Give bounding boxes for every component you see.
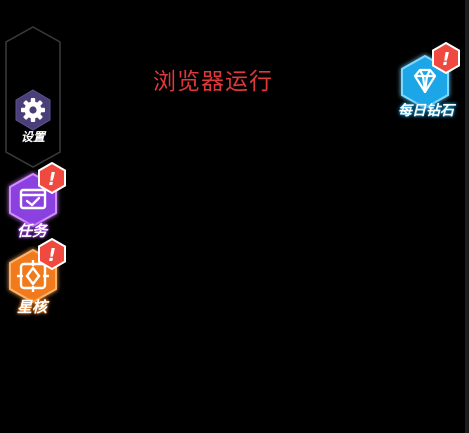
tasks-button[interactable]: ! 任务 xyxy=(4,162,70,242)
starcore-button[interactable]: ! 星核 xyxy=(4,238,70,318)
gear-icon xyxy=(21,98,45,122)
alert-badge-glyph: ! xyxy=(442,49,450,70)
alert-badge-icon: ! xyxy=(432,42,460,74)
alert-badge-icon: ! xyxy=(38,162,66,194)
settings-label: 设置 xyxy=(20,130,45,144)
daily-diamond-button[interactable]: ! 每日钻石 xyxy=(390,42,466,124)
alert-badge-glyph: ! xyxy=(48,245,56,266)
browser-running-text: 浏览器运行 xyxy=(153,69,273,95)
task-card-icon xyxy=(19,188,47,210)
diamond-icon xyxy=(413,68,437,94)
settings-hex-icon xyxy=(15,89,51,131)
settings-button[interactable]: 设置 xyxy=(10,88,56,148)
alert-badge-icon: ! xyxy=(38,238,66,270)
star-core-icon xyxy=(17,260,49,292)
tasks-label: 任务 xyxy=(16,222,47,240)
window-edge xyxy=(465,0,469,433)
daily-diamond-label: 每日钻石 xyxy=(398,103,454,119)
starcore-label: 星核 xyxy=(16,298,47,316)
alert-badge-glyph: ! xyxy=(48,169,56,190)
